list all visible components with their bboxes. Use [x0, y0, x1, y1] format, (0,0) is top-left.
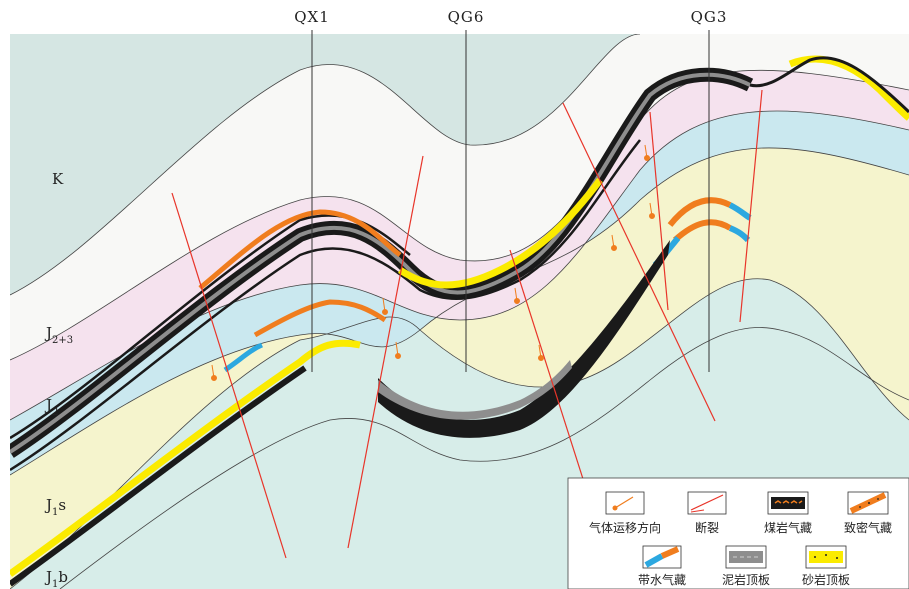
coal-lower: [10, 365, 307, 587]
legend-label-water-gas: 带水气藏: [638, 572, 686, 587]
legend-label-coal-gas: 煤岩气藏: [764, 520, 812, 535]
legend-item-gas-migration: 气体运移方向: [589, 491, 661, 535]
coal-thin-line-2: [10, 214, 411, 440]
layer-label-j1b: J1b: [44, 568, 68, 589]
gas-migration-arrows: [211, 144, 655, 381]
gas-arrow-2: [382, 297, 388, 315]
gas-arrow-4: [514, 287, 520, 304]
layer-j1b-fill: [10, 147, 909, 589]
fault-4: [562, 102, 716, 422]
legend: 气体运移方向 断裂 煤岩气藏 致密气藏 带水气藏 泥岩顶板: [567, 477, 909, 589]
mud-wedge-lower: [378, 360, 572, 420]
layer-label-j1s: J1s: [44, 496, 66, 518]
coal-right-top: [749, 56, 909, 114]
layer-j1b-boundary: [10, 278, 909, 589]
legend-item-coal-gas: 煤岩气藏: [764, 491, 812, 535]
gas-migration-arrow-icon: [612, 496, 634, 511]
tight-gas-right-1: [667, 197, 732, 227]
legend-item-fault: 断裂: [687, 491, 727, 535]
gas-arrow-8: [644, 144, 650, 161]
strata-fills: [10, 34, 909, 589]
wells: [311, 30, 710, 372]
sand-lower: [10, 339, 361, 577]
gas-arrow-6: [611, 234, 617, 251]
layer-k-boundary-1: [10, 34, 641, 296]
layer-j1s-fill: [10, 110, 909, 475]
well-qg3-label: QG3: [691, 8, 728, 26]
legend-item-mudstone-roof: 泥岩顶板: [722, 545, 770, 587]
layer-label-j23: J2+3: [44, 324, 73, 346]
coal-gas-reservoir-icon: [771, 497, 805, 509]
legend-item-water-gas: 带水气藏: [638, 545, 686, 587]
tight-gas-middle: [253, 299, 387, 338]
water-gas-middle: [223, 342, 264, 373]
gas-arrow-5: [538, 344, 544, 361]
legend-item-tight-gas: 致密气藏: [844, 491, 892, 535]
gas-arrow-1: [211, 364, 217, 381]
tight-gas-right-2: [672, 219, 732, 243]
fault-6: [739, 89, 763, 323]
water-bearing-gas-reservoir-icon: [644, 546, 680, 568]
coal-wedge-lower: [378, 240, 670, 438]
sand-roof-upper: [398, 177, 603, 289]
layer-label-j2: J2: [44, 396, 58, 418]
gas-arrow-7: [649, 202, 655, 219]
well-qx1-label: QX1: [294, 8, 330, 26]
legend-item-sandstone-roof: 砂岩顶板: [802, 545, 850, 587]
layer-j23-fill: [10, 34, 909, 360]
sandstone-roof-icon: [809, 551, 843, 563]
legend-label-mudstone-roof: 泥岩顶板: [722, 572, 770, 587]
fault-icon: [690, 494, 724, 513]
legend-label-fault: 断裂: [695, 520, 719, 535]
tight-gas-upper: [198, 209, 402, 290]
mudstone-roof-icon: [729, 551, 763, 563]
layer-j2-fill: [10, 70, 909, 420]
water-gas-right-1: [728, 202, 752, 221]
fault-1: [171, 192, 287, 559]
gas-arrow-3: [395, 341, 401, 359]
legend-label-tight-gas: 致密气藏: [844, 520, 892, 535]
well-qg6-label: QG6: [448, 8, 485, 26]
fault-5: [649, 111, 669, 311]
legend-label-gas-migration: 气体运移方向: [589, 520, 661, 535]
layer-label-k: K: [52, 170, 64, 188]
legend-label-sandstone-roof: 砂岩顶板: [802, 572, 850, 587]
fault-2: [347, 155, 424, 549]
layer-k-fill: [10, 34, 640, 295]
layer-lower-boundary: [59, 327, 909, 589]
tight-gas-reservoir-icon: [849, 492, 887, 514]
